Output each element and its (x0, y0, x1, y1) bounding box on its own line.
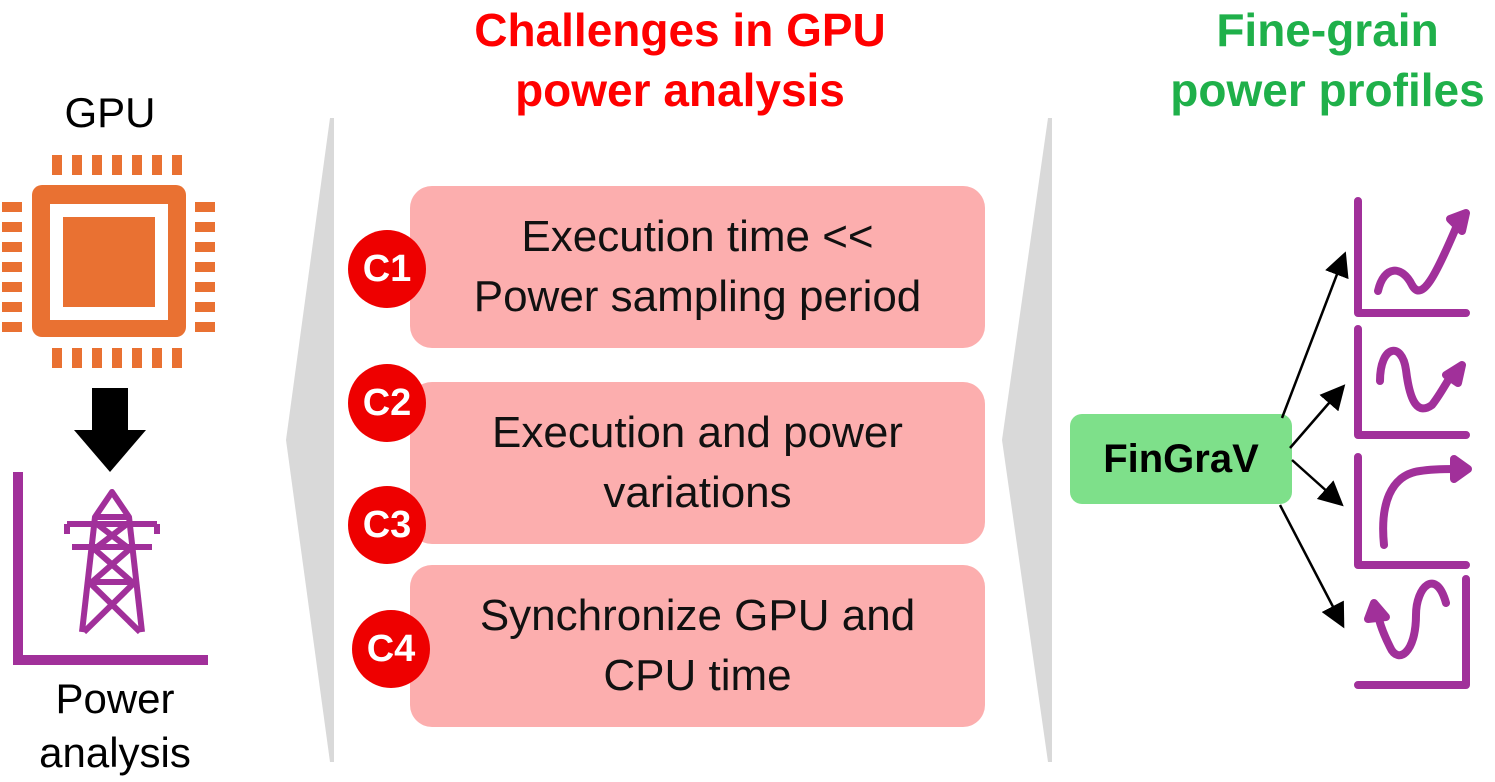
profiles-title-line1: Fine-grain (1216, 4, 1439, 56)
challenge-c2c3-line2: variations (603, 468, 792, 517)
power-tower-icon (13, 472, 208, 665)
down-arrow-icon (74, 388, 146, 472)
profiles-title: Fine-grain power profiles (1160, 0, 1495, 120)
challenges-title-line1: Challenges in GPU (474, 4, 886, 56)
power-profile-plot-icon (1354, 197, 1472, 689)
power-analysis-line2: analysis (39, 729, 191, 776)
badge-c4: C4 (352, 610, 430, 688)
fingrav-box: FinGraV (1070, 414, 1292, 504)
badge-c1: C1 (348, 230, 426, 308)
gpu-chip-icon (2, 155, 215, 368)
challenges-title: Challenges in GPU power analysis (430, 0, 930, 120)
challenge-box-c2-c3: Execution and power variations (410, 382, 985, 544)
power-analysis-line1: Power (55, 675, 175, 722)
challenge-c4-line1: Synchronize GPU and (479, 591, 916, 640)
challenge-c2c3-line1: Execution and power (492, 408, 903, 457)
challenge-c4-line2: CPU time (603, 651, 792, 700)
challenge-c1-line1: Execution time << (521, 212, 874, 261)
badge-c2: C2 (348, 364, 426, 442)
power-analysis-label: Power analysis (0, 672, 230, 780)
challenge-box-c4: Synchronize GPU and CPU time (410, 565, 985, 727)
badge-c3: C3 (348, 486, 426, 564)
challenges-title-line2: power analysis (515, 64, 845, 116)
gpu-label: GPU (64, 89, 156, 136)
profiles-title-line2: power profiles (1170, 64, 1485, 116)
challenge-c1-line2: Power sampling period (473, 272, 922, 321)
challenge-box-c1: Execution time << Power sampling period (410, 186, 985, 348)
